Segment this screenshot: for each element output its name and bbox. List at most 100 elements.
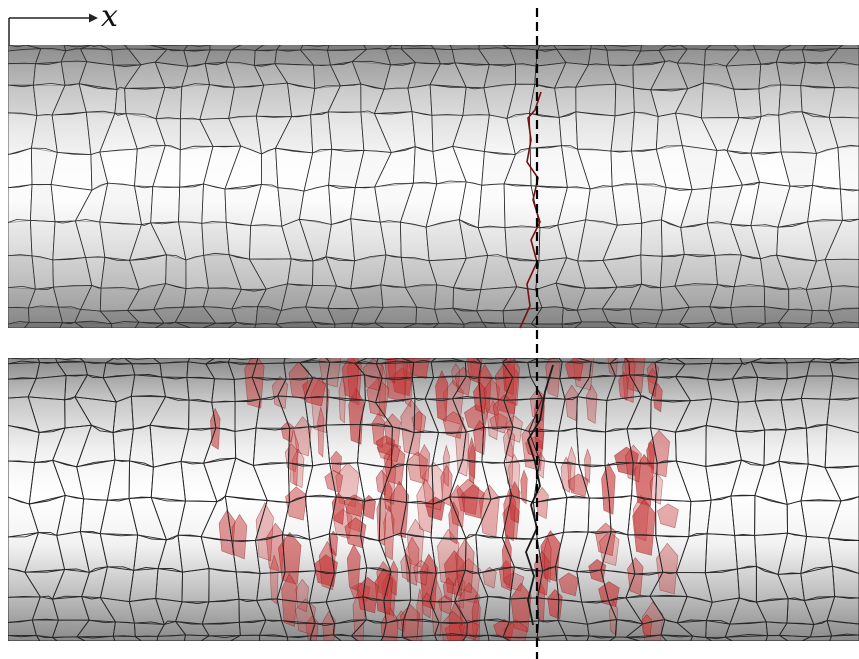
damage-patch — [501, 533, 512, 587]
grain-cell — [807, 184, 843, 223]
grain-cell — [824, 258, 859, 288]
grain-cell — [839, 188, 859, 221]
damage-patch — [419, 553, 438, 610]
damage-patch — [295, 578, 309, 613]
damage-patch — [341, 358, 360, 400]
damage-patch — [609, 599, 619, 636]
grain-cell — [23, 321, 64, 328]
grain-cell — [27, 305, 64, 324]
damage-patch — [406, 451, 428, 485]
grain-cell — [826, 48, 859, 66]
damage-patch — [281, 572, 298, 627]
damage-patch — [455, 538, 475, 594]
grain-cell — [575, 83, 617, 117]
damage-patch — [344, 517, 367, 549]
grain-cell — [31, 255, 54, 290]
damage-patch — [291, 448, 305, 489]
damage-patch — [384, 358, 409, 403]
crack-line — [519, 91, 542, 329]
grain-cell — [829, 361, 859, 380]
damage-patch — [418, 443, 431, 483]
grain-cell — [828, 285, 859, 312]
grain-cell — [552, 45, 592, 50]
damage-patch — [318, 540, 336, 591]
grain-cell — [640, 219, 663, 257]
grain-cell — [298, 184, 332, 225]
damage-patch — [302, 376, 326, 407]
damage-patch — [400, 553, 412, 582]
grain-cell — [631, 111, 659, 152]
grain-cell — [610, 111, 635, 152]
grain-cell — [824, 218, 859, 261]
cell-mesh — [8, 45, 859, 328]
grain-cell — [114, 86, 127, 115]
damage-patch — [520, 469, 528, 505]
grain-cell — [32, 61, 66, 86]
grain-cell — [828, 116, 859, 148]
grain-cell — [836, 45, 859, 49]
grain-cell — [411, 111, 434, 153]
grain-cell — [8, 254, 36, 290]
grain-cell — [51, 111, 92, 156]
damage-patch — [285, 486, 308, 521]
x-axis-arrow — [8, 13, 98, 46]
grain-cell — [730, 305, 766, 325]
grain-cell — [8, 147, 33, 189]
damage-patch — [366, 378, 390, 417]
damage-patch — [317, 406, 325, 458]
damage-patch — [218, 509, 236, 556]
grain-cell — [829, 358, 859, 363]
grain-cell — [763, 285, 790, 310]
grain-cell — [165, 254, 187, 290]
grain-cell — [529, 145, 568, 188]
damage-patch — [375, 435, 396, 457]
grain-cell — [758, 84, 782, 117]
grain-cell — [253, 49, 278, 66]
damage-patch — [356, 576, 379, 614]
grain-cell — [334, 322, 353, 328]
grain-cell — [828, 307, 859, 324]
grain-cell — [826, 61, 859, 89]
damage-patch — [598, 581, 620, 608]
grain-cell — [225, 221, 252, 260]
grain-cell — [8, 84, 38, 116]
grain-cell — [733, 88, 762, 119]
damage-patch — [324, 469, 344, 493]
grain-cell — [824, 424, 859, 468]
damage-patch — [377, 362, 387, 419]
grain-cell — [832, 565, 859, 599]
grain-cell — [812, 147, 841, 190]
grain-cell — [275, 45, 304, 51]
grain-cell — [826, 619, 859, 637]
damage-patch — [632, 498, 656, 556]
grain-cell — [201, 183, 227, 224]
grain-cell — [828, 537, 859, 574]
grain-cell — [429, 84, 467, 116]
grain-cell — [827, 496, 859, 541]
grain-cell — [587, 48, 610, 66]
grain-cell — [837, 144, 859, 191]
damage-patch — [535, 486, 549, 520]
grain-cell — [800, 85, 836, 118]
damage-patch — [442, 577, 454, 602]
damage-patch — [389, 480, 410, 539]
damage-patch — [627, 557, 644, 596]
grain-cell — [775, 49, 806, 63]
intact-cylinder — [8, 45, 859, 329]
damage-patch — [656, 542, 679, 595]
damage-patch — [565, 384, 579, 421]
grain-cell — [515, 63, 537, 85]
grain-cell — [178, 183, 204, 224]
grain-cell — [826, 397, 859, 434]
grain-cell — [452, 287, 482, 312]
grain-cell — [828, 86, 859, 119]
grain-cell — [8, 62, 36, 86]
grain-cell — [829, 633, 859, 641]
grain-cell — [8, 219, 33, 257]
damage-patch — [543, 536, 552, 583]
damage-patch — [231, 513, 248, 560]
damage-patch — [362, 358, 384, 392]
damage-patch — [448, 501, 460, 545]
crack-line — [525, 364, 554, 626]
